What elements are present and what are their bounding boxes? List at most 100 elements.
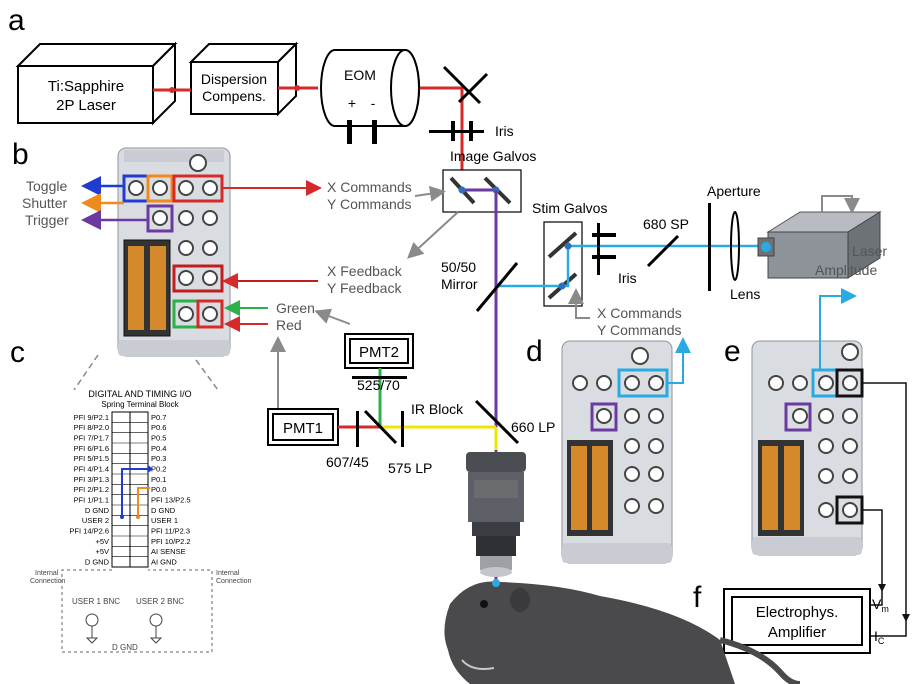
- stim-x-commands-label: X Commands: [597, 305, 682, 321]
- terminal-right-label: USER 1: [151, 516, 178, 525]
- terminal-left-label: PFI 8/P2.0: [74, 423, 109, 432]
- eom-plus: +: [348, 95, 356, 111]
- e-trigger-highlight: [784, 402, 812, 432]
- mirror-fold: [457, 72, 489, 104]
- terminal-right-label: PFI 13/P2.5: [151, 495, 191, 504]
- stim-y-commands-label: Y Commands: [597, 322, 682, 338]
- laser-amp-label-1: Laser: [852, 243, 887, 259]
- terminal-block-panel: DIGITAL AND TIMING I/O Spring Terminal B…: [30, 354, 252, 653]
- stim-galvos-label: Stim Galvos: [532, 200, 607, 216]
- image-galvos-label: Image Galvos: [450, 148, 536, 164]
- red-highlight: [196, 299, 224, 329]
- filter-607: [356, 411, 359, 447]
- mirror-label-2: Mirror: [441, 276, 478, 292]
- internal-connection-left-1: Internal: [35, 570, 59, 577]
- stim-command-line: [575, 306, 590, 319]
- ni-daq-device-e: [751, 340, 864, 556]
- ir-block-filter: [401, 411, 404, 447]
- shutter-highlight: [146, 174, 174, 203]
- left-signal-arrows: [81, 176, 148, 230]
- terminal-right-label: P0.7: [151, 413, 166, 422]
- panel-label-f: f: [693, 581, 702, 614]
- eom-label: EOM: [344, 67, 376, 83]
- laser-amp-label-2: Amplitude: [815, 262, 877, 278]
- terminal-left-label: PFI 14/P2.6: [69, 526, 109, 535]
- sp680-filter: [646, 234, 680, 268]
- lp660-label: 660 LP: [511, 419, 555, 435]
- mirror-label-1: 50/50: [441, 259, 476, 275]
- terminal-right-label: P0.3: [151, 454, 166, 463]
- lens-label: Lens: [730, 286, 760, 302]
- trigger-label: Trigger: [25, 212, 69, 228]
- lp575-label: 575 LP: [388, 460, 432, 476]
- laser-label-line2: 2P Laser: [56, 97, 116, 114]
- aperture-label: Aperture: [707, 183, 761, 199]
- stim-laser: [757, 211, 882, 279]
- ti-sapphire-laser: Ti:Sapphire 2P Laser: [15, 41, 178, 126]
- laser-label-line1: Ti:Sapphire: [48, 78, 124, 95]
- terminal-left-label: PFI 1/P1.1: [74, 495, 109, 504]
- user2-bnc-label: USER 2 BNC: [136, 597, 184, 606]
- ni-daq-device-b: [117, 147, 231, 357]
- terminal-left-label: PFI 3/P1.3: [74, 475, 109, 484]
- panel-label-b: b: [12, 138, 29, 171]
- terminal-left-label: USER 2: [82, 516, 109, 525]
- panel-label-a: a: [8, 4, 25, 37]
- filter-607-label: 607/45: [326, 454, 369, 470]
- vm-wire-tip: [878, 584, 886, 592]
- terminal-right-label: D GND: [151, 506, 176, 515]
- d-trigger-highlight: [590, 402, 618, 432]
- pmt2-to-green-arrow: [314, 308, 351, 325]
- ic-label: IC: [874, 628, 885, 646]
- terminal-right-label: PFI 11/P2.3: [151, 526, 190, 535]
- terminal-right-label: PFI 10/P2.2: [151, 537, 191, 546]
- y-commands-label: Y Commands: [327, 196, 412, 212]
- terminal-right-label: P0.1: [151, 475, 166, 484]
- pmt1-label: PMT1: [283, 420, 323, 437]
- pmt1: PMT1: [267, 408, 339, 446]
- terminal-left-label: PFI 5/P1.5: [74, 454, 109, 463]
- pmt2-label: PMT2: [359, 344, 399, 361]
- dgnd-label: D GND: [112, 643, 138, 652]
- terminal-right-label: AI SENSE: [151, 547, 186, 556]
- ni-daq-device-d: [561, 340, 673, 564]
- terminal-right-label: AI GND: [151, 557, 177, 566]
- dichroic-575: [363, 409, 398, 445]
- terminal-right-label: P0.6: [151, 423, 166, 432]
- toggle-label: Toggle: [26, 178, 67, 194]
- internal-connection-right-2: Connection: [216, 578, 252, 585]
- panel-label-e: e: [724, 335, 741, 368]
- iris-stim: Iris: [592, 223, 637, 286]
- x-commands-label: X Commands: [327, 179, 412, 195]
- vm-wire: [862, 509, 883, 606]
- terminal-left-label: +5V: [95, 537, 109, 546]
- iris-stim-label: Iris: [618, 270, 637, 286]
- filter-525: [352, 376, 407, 379]
- dichroic-660: [474, 399, 520, 445]
- mirror-top: [442, 65, 482, 105]
- terminal-left-label: PFI 9/P2.1: [74, 413, 109, 422]
- terminal-left-label: PFI 4/P1.4: [74, 464, 109, 473]
- eom: EOM + -: [320, 49, 420, 144]
- vm-label: Vm: [872, 596, 889, 614]
- terminal-right-label: P0.4: [151, 444, 166, 453]
- x-feedback-label: X Feedback: [327, 263, 403, 279]
- laser-feedback-arrow: [821, 195, 860, 214]
- dispersion-label-line1: Dispersion: [201, 71, 267, 87]
- image-galvos: [442, 169, 522, 213]
- terminal-left-label: PFI 7/P1.7: [74, 433, 109, 442]
- amp-label-line2: Amplifier: [768, 624, 826, 641]
- e-amp-arrow: [819, 288, 857, 370]
- shutter-label: Shutter: [22, 195, 67, 211]
- pmt2: PMT2: [344, 333, 414, 369]
- terminal-right-label: P0.0: [151, 485, 166, 494]
- user1-bnc-label: USER 1 BNC: [72, 597, 120, 606]
- panel-label-c: c: [10, 336, 25, 369]
- ic-wire-tip: [902, 614, 910, 622]
- dispersion-compensator: Dispersion Compens.: [188, 41, 299, 117]
- galvos-feedback-arrow: [407, 211, 459, 259]
- terminal-right-label: P0.2: [151, 464, 166, 473]
- terminal-left-label: PFI 6/P1.6: [74, 444, 109, 453]
